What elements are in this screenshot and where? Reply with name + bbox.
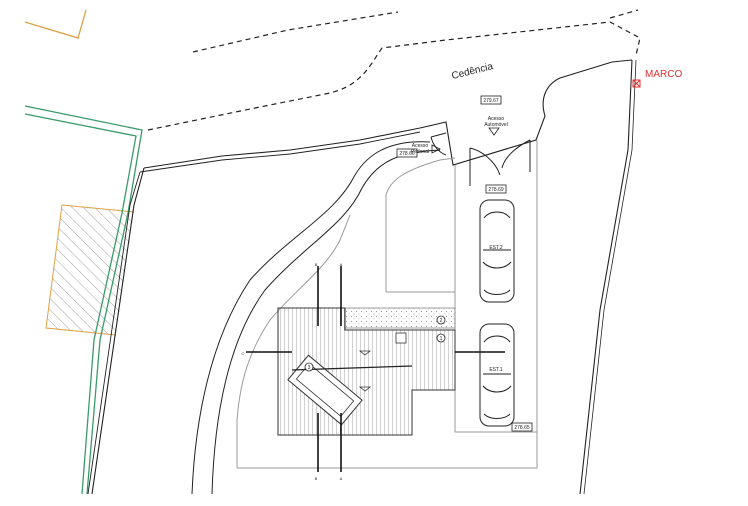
cedencia-boundary xyxy=(147,9,641,131)
svg-text:278.69: 278.69 xyxy=(488,187,504,193)
svg-text:1: 1 xyxy=(440,336,443,342)
car-est1 xyxy=(479,323,515,427)
plot-boundary xyxy=(87,59,637,495)
acesso-automovel-arrow xyxy=(488,127,500,136)
neighbor-green-boundary xyxy=(24,105,143,495)
pool xyxy=(287,354,363,426)
section-label-b-top: B xyxy=(315,262,318,267)
svg-text:278.65: 278.65 xyxy=(514,425,530,431)
acesso-pedonal-label-2: Pedonal xyxy=(411,149,429,155)
svg-text:278.66: 278.66 xyxy=(399,151,415,157)
circle-marker-1: 1 xyxy=(436,333,446,343)
marco-label: MARCO xyxy=(645,69,682,80)
level-markers-house xyxy=(358,350,372,392)
svg-text:279.67: 279.67 xyxy=(483,98,499,104)
level-box-parking-bottom: 278.65 xyxy=(511,422,533,432)
level-box-entrance: 279.67 xyxy=(480,95,502,105)
svg-text:3: 3 xyxy=(308,365,311,371)
section-label-a-bottom: A xyxy=(340,476,343,481)
acesso-automovel-label-1: Acesso xyxy=(488,116,505,122)
section-label-a-top: A xyxy=(340,262,343,267)
car-label-est1: EST.1 xyxy=(489,367,503,373)
marco-marker xyxy=(632,79,641,88)
section-label-b-bottom: B xyxy=(315,476,318,481)
car-est2 xyxy=(479,199,515,303)
circle-marker-3: 3 xyxy=(304,362,314,372)
svg-text:2: 2 xyxy=(440,318,443,324)
acesso-pedonal-label-1: Acesso xyxy=(412,143,429,149)
section-label-c-left: C xyxy=(242,351,245,356)
level-box-pedestrian: 278.66 xyxy=(396,148,418,158)
section-lines xyxy=(246,266,505,472)
neighbor-orange-lot xyxy=(24,9,135,336)
garden-path-curves xyxy=(191,141,441,495)
pedestrian-gate xyxy=(430,132,447,156)
cedencia-label: Cedência xyxy=(451,61,495,82)
acesso-automovel-label-2: Automóvel xyxy=(484,122,508,128)
inner-grey-lines xyxy=(236,140,538,469)
vehicle-gate xyxy=(469,139,531,186)
skylight xyxy=(395,332,407,344)
car-label-est2: EST.2 xyxy=(489,245,503,251)
circle-marker-2: 2 xyxy=(436,315,446,325)
acesso-pedonal-arrow xyxy=(431,144,441,154)
level-box-parking-top: 278.69 xyxy=(485,184,507,194)
